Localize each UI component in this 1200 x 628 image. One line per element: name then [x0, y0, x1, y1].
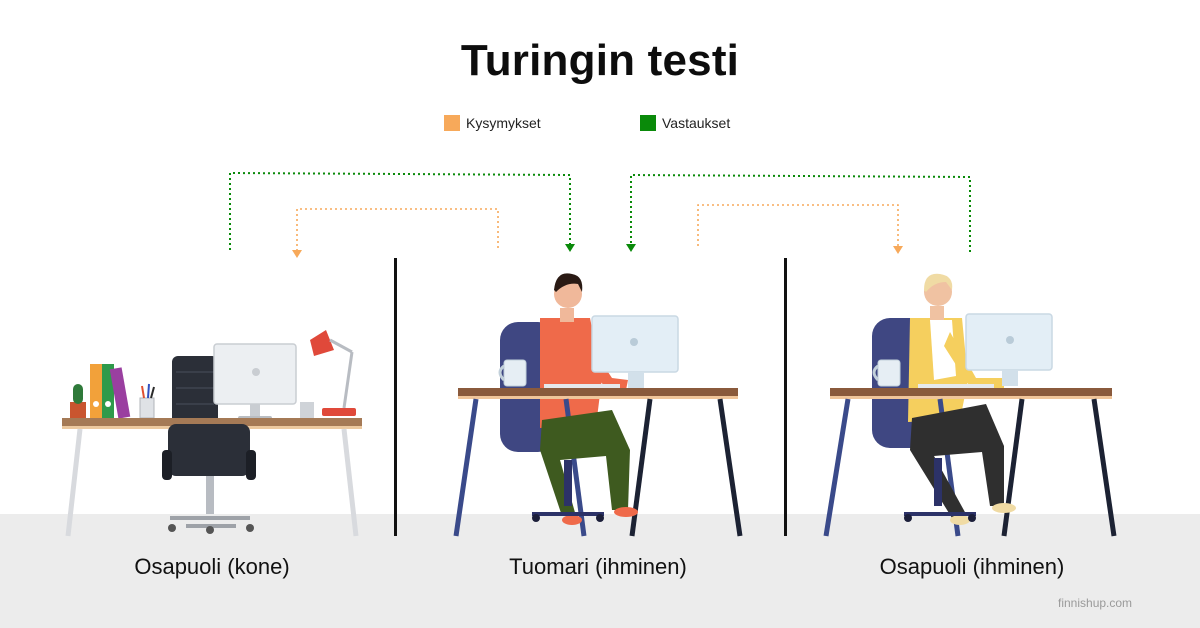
legend-answers: Vastaukset [640, 114, 730, 132]
judge-mug [503, 359, 527, 387]
pen-cup [139, 397, 155, 419]
legend-questions-swatch [444, 115, 460, 131]
binder-orange [90, 364, 102, 418]
human-legs [910, 404, 1004, 518]
human-mug [877, 359, 901, 387]
arrow-question-judge-to-human [697, 204, 903, 254]
caption-human-participant: Osapuoli (ihminen) [879, 554, 1065, 579]
legend-answers-swatch [640, 115, 656, 131]
divider-left [394, 258, 397, 536]
legend-questions: Kysymykset [444, 114, 541, 132]
watermark: finnishup.com [1058, 596, 1133, 610]
judge-desk-top [458, 388, 738, 396]
machine-desk-top [62, 418, 362, 426]
machine-desk-leg [65, 428, 83, 537]
judge-legs [540, 410, 630, 516]
judge-workstation [453, 273, 743, 537]
human-desk-leg [823, 398, 851, 537]
legend-answers-label: Vastaukset [662, 115, 731, 131]
binder-purple [109, 367, 131, 419]
arrow-answer-human-to-judge [626, 173, 971, 252]
human-workstation [823, 273, 1117, 537]
floor-band [0, 514, 1200, 628]
cactus-pot [70, 402, 86, 418]
judge-desk-leg [453, 398, 479, 537]
machine-chair-seat [168, 424, 250, 476]
human-desk-top [830, 388, 1112, 396]
desk-lamp [310, 330, 356, 416]
caption-judge: Tuomari (ihminen) [509, 554, 687, 579]
divider-right [784, 258, 787, 536]
binder-green [102, 364, 114, 418]
caption-machine-participant: Osapuoli (kone) [134, 554, 290, 579]
cactus-plant [73, 384, 83, 404]
diagram-title: Turingin testi [460, 36, 740, 85]
legend-questions-label: Kysymykset [466, 115, 541, 131]
machine-workstation [62, 330, 362, 537]
arrow-question-judge-to-machine [292, 208, 499, 258]
machine-chair-back [172, 356, 218, 426]
arrow-answer-machine-to-judge [229, 171, 575, 252]
